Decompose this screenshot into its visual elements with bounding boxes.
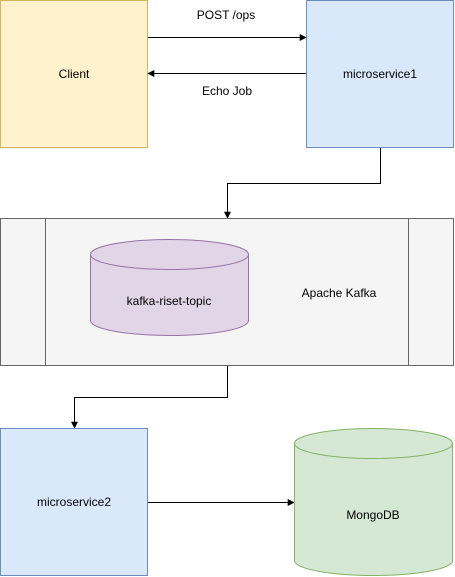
kafka-topic-node[interactable]: kafka-riset-topic	[90, 239, 249, 336]
response-edge: Echo Job	[147, 70, 306, 98]
kafka-to-microservice2-connector	[71, 366, 228, 429]
microservice1-label: microservice1	[343, 67, 417, 81]
kafka-topic-cylinder-rim	[90, 254, 249, 270]
microservice2-label: microservice2	[37, 495, 111, 509]
kafka-topic-cylinder-body	[90, 239, 249, 336]
response-label: Echo Job	[202, 84, 252, 98]
client-box	[0, 0, 148, 148]
microservice1-box	[306, 0, 454, 148]
mongodb-label: MongoDB	[346, 508, 399, 522]
client-node[interactable]: Client	[0, 0, 148, 148]
request-edge: POST /ops	[148, 8, 307, 41]
kafka-label: Apache Kafka	[302, 286, 377, 300]
microservice2-box	[0, 428, 148, 576]
client-label: Client	[59, 67, 90, 81]
mongodb-cylinder-body	[294, 428, 453, 576]
microservice1-node[interactable]: microservice1	[306, 0, 454, 148]
microservice2-node[interactable]: microservice2	[0, 428, 148, 576]
request-label: POST /ops	[197, 8, 255, 22]
mongodb-node[interactable]: MongoDB	[294, 428, 453, 576]
mongodb-cylinder-rim	[294, 443, 453, 459]
microservice1-to-kafka-connector	[224, 148, 381, 219]
kafka-topic-label: kafka-riset-topic	[127, 294, 212, 308]
